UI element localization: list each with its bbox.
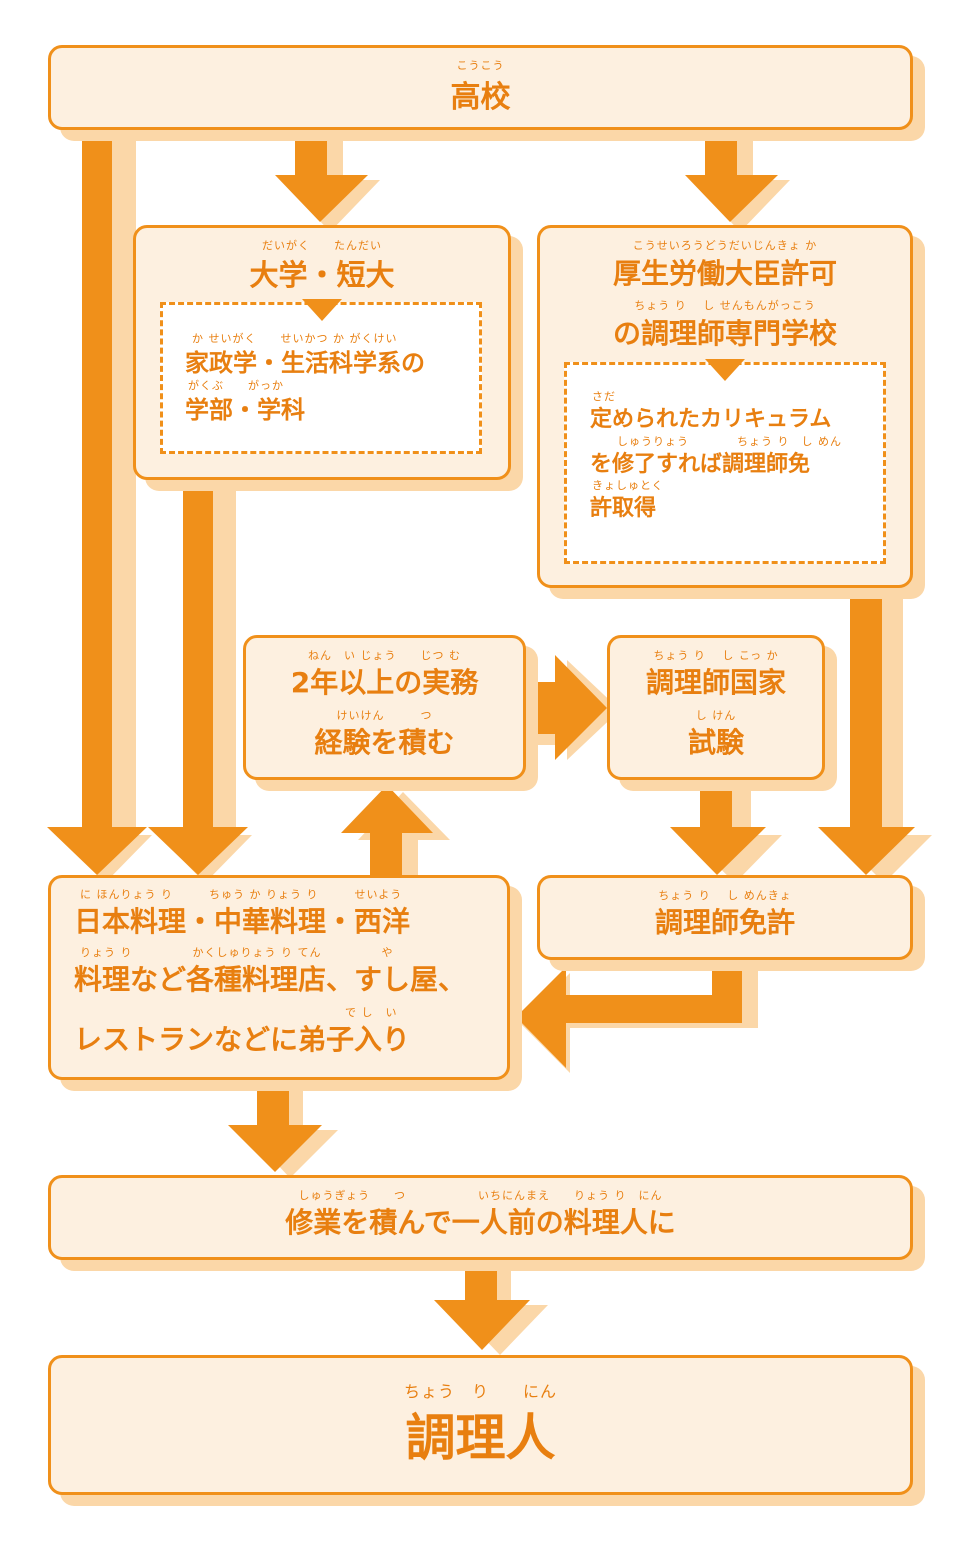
high-school-box <box>48 45 913 130</box>
vocational-school-ruby-1: こうせいろうどうだいじんきょ か <box>632 239 818 252</box>
license-box <box>537 875 913 960</box>
university-note-box <box>160 302 482 454</box>
vocational-note-pointer <box>705 359 745 381</box>
vocational-school-line-1: 厚生労働大臣許可 <box>612 257 837 290</box>
vocational-note-line-3: 許取得 <box>590 496 657 521</box>
training-ruby: しゅうぎょう つ いちにんまえ りょう り にん <box>298 1189 663 1202</box>
work-experience-line-2: 経験を積む <box>314 726 455 759</box>
university-note-ruby-1: か せいがく せいかつ か がくけい <box>192 332 398 345</box>
work-experience-ruby-2: けいけん つ <box>336 709 433 722</box>
university-note-line-1: 家政学・生活科学系の <box>185 349 425 377</box>
apprentice-line-1: 日本料理・中華料理・西洋 <box>74 905 411 938</box>
national-exam-box <box>607 635 825 780</box>
vocational-note-ruby-3: きょしゅとく <box>592 479 664 492</box>
apprentice-ruby-1: に ほんりょう り ちゅう か りょう り せいよう <box>80 888 403 901</box>
apprentice-box <box>48 875 510 1080</box>
university-ruby: だいがく たんだい <box>262 239 382 252</box>
work-experience-line-1: 2年以上の実務 <box>290 666 479 699</box>
national-exam-ruby-1: ちょう り し こっ か <box>653 649 779 662</box>
cook-box <box>48 1355 913 1495</box>
vocational-note-line-2: を修了すれば調理師免 <box>590 452 811 477</box>
vocational-note-ruby-1: さだ <box>592 390 616 403</box>
cook-label: 調理人 <box>405 1409 556 1467</box>
vocational-note-ruby-2: しゅうりょう ちょう り し めん <box>617 435 842 448</box>
university-label: 大学・短大 <box>249 258 395 292</box>
national-exam-ruby-2: し けん <box>695 709 737 722</box>
apprentice-ruby-2: りょう り かくしゅりょう り てん や <box>80 946 394 959</box>
university-note-line-2: 学部・学科 <box>185 396 305 424</box>
license-ruby: ちょう り し めんきょ <box>658 889 792 902</box>
vocational-note-line-1: 定められたカリキュラム <box>590 407 832 432</box>
work-experience-box <box>243 635 526 780</box>
high-school-label: 高校 <box>450 80 511 115</box>
license-label: 調理師免許 <box>654 906 795 939</box>
vocational-school-line-2: の調理師専門学校 <box>612 317 837 350</box>
apprentice-ruby-3: で し い <box>345 1006 398 1019</box>
university-note-ruby-2: がくぶ がっか <box>188 379 284 392</box>
apprentice-line-2: 料理など各種料理店、すし屋、 <box>74 963 467 996</box>
training-box <box>48 1175 913 1260</box>
apprentice-line-3: レストランなどに弟子入り <box>74 1023 411 1056</box>
training-label: 修業を積んで一人前の料理人に <box>285 1206 676 1239</box>
national-exam-line-2: 試験 <box>687 726 744 759</box>
high-school-ruby: こうこう <box>456 59 505 72</box>
work-experience-ruby-1: ねん い じょう じつ む <box>308 649 461 662</box>
cook-ruby: ちょう り にん <box>403 1382 557 1401</box>
national-exam-line-1: 調理師国家 <box>645 666 786 699</box>
vocational-school-ruby-2: ちょう り し せんもんがっこう <box>634 299 816 312</box>
university-note-pointer <box>302 299 342 321</box>
vocational-note-box <box>564 362 886 564</box>
